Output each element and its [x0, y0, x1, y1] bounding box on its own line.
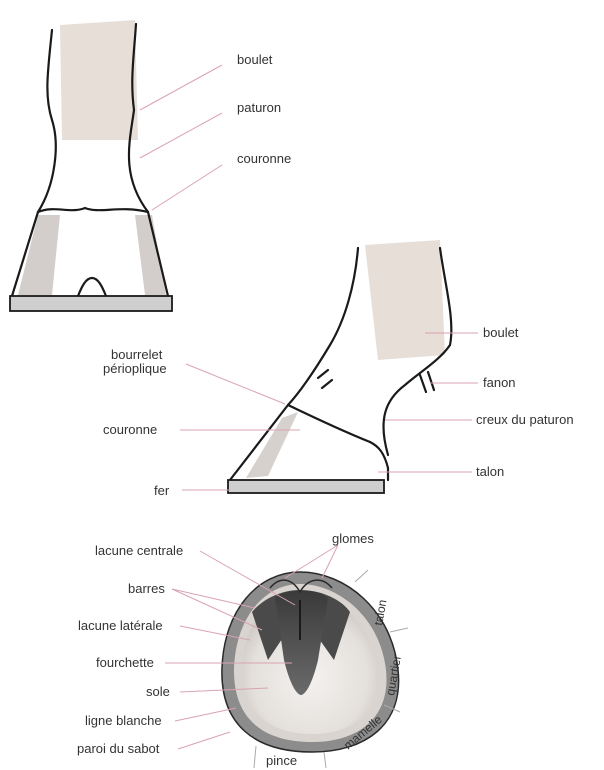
front-boulet-leader — [140, 65, 222, 110]
sole-label-lacune-laterale: lacune latérale — [78, 618, 163, 633]
sole-divider-pince-right — [324, 752, 326, 768]
side-view-shading — [365, 240, 445, 360]
side-view: boulet fanon creux du paturon talon bour… — [103, 240, 574, 498]
sole-divider-pince-left — [254, 746, 256, 768]
side-label-creux-du-paturon: creux du paturon — [476, 412, 574, 427]
front-view-coronet-line — [38, 208, 148, 212]
sole-label-barres: barres — [128, 581, 165, 596]
side-view-hoof-shading — [246, 412, 298, 478]
front-label-paturon: paturon — [237, 100, 281, 115]
side-label-fer: fer — [154, 483, 170, 498]
sole-divider-talon-top — [355, 570, 368, 582]
sole-divider-quartier-talon — [390, 628, 408, 632]
side-view-fetlock-hair — [420, 372, 434, 392]
side-label-fanon: fanon — [483, 375, 516, 390]
front-label-couronne: couronne — [237, 151, 291, 166]
front-view-shading — [60, 20, 138, 140]
sole-label-lacune-centrale: lacune centrale — [95, 543, 183, 558]
side-view-coronet-outline — [288, 405, 370, 442]
side-label-couronne: couronne — [103, 422, 157, 437]
sole-view: glomes lacune centrale barres lacune lat… — [77, 531, 408, 768]
side-view-front-hair — [318, 370, 332, 388]
front-view-hoof-notch — [78, 278, 106, 296]
front-couronne-leader — [152, 165, 222, 210]
side-view-shoe — [228, 480, 384, 493]
front-view: boulet paturon couronne — [10, 20, 291, 311]
sole-barres-leader-2 — [172, 589, 255, 608]
side-label-talon: talon — [476, 464, 504, 479]
front-view-shoe — [10, 296, 172, 311]
side-label-boulet: boulet — [483, 325, 519, 340]
sole-label-pince: pince — [266, 753, 297, 768]
front-paturon-leader — [140, 113, 222, 158]
side-bourrelet-leader — [186, 364, 285, 404]
sole-paroi-leader — [178, 732, 230, 749]
sole-ligne-blanche-leader — [175, 708, 236, 721]
sole-label-paroi-du-sabot: paroi du sabot — [77, 741, 160, 756]
front-label-boulet: boulet — [237, 52, 273, 67]
side-view-front-leg-outline — [230, 248, 358, 480]
sole-label-fourchette: fourchette — [96, 655, 154, 670]
sole-label-sole: sole — [146, 684, 170, 699]
sole-label-talon: talon — [371, 598, 389, 626]
sole-label-ligne-blanche: ligne blanche — [85, 713, 162, 728]
side-label-bourrelet: bourrelet — [111, 347, 163, 362]
sole-label-glomes: glomes — [332, 531, 374, 546]
side-label-perioplique: périoplique — [103, 361, 167, 376]
